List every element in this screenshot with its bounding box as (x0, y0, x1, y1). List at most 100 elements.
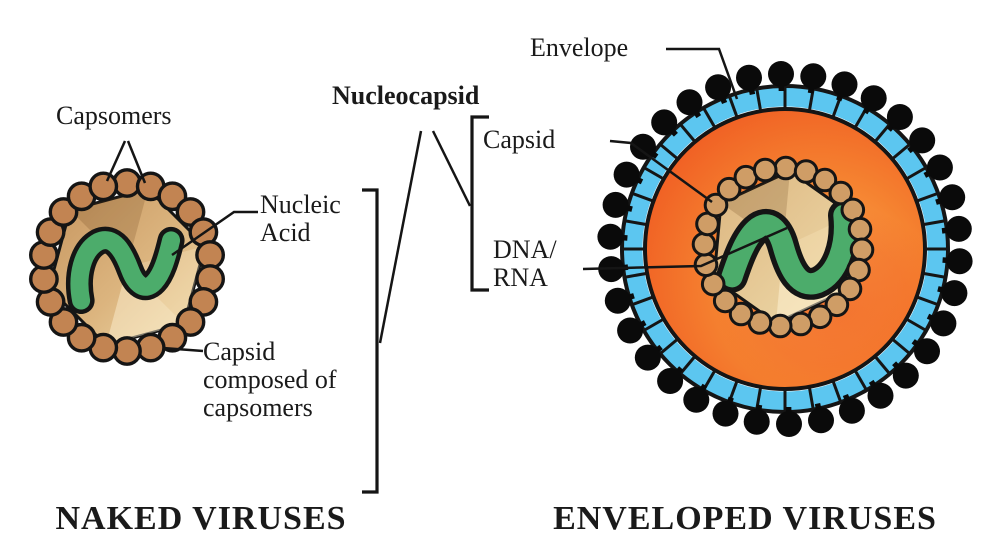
envelope-tick (906, 166, 927, 180)
capsomer-ring (29, 168, 226, 366)
envelope-tick (892, 143, 911, 160)
envelope-tick (679, 356, 696, 375)
capsomer-bead (847, 216, 873, 242)
nucleocapsid-connector-left (378, 130, 423, 344)
nucleocapsid-label: Nucleocapsid (332, 81, 480, 110)
envelope-tick (632, 192, 654, 203)
envelope-segment-ticks (623, 87, 947, 411)
envelope-tick (831, 380, 842, 402)
capsomer-bead (752, 157, 778, 183)
capsomer-bead (691, 231, 717, 257)
spike-knob-icon (860, 85, 887, 112)
naked-virus-illustration (29, 168, 226, 366)
spike-knob-icon (602, 191, 629, 218)
envelope-tick (632, 295, 654, 306)
capsid-composed-pointer-line (162, 346, 204, 353)
nucleocapsid-bracket-left (362, 188, 379, 494)
spike-knob-icon (743, 408, 770, 435)
envelope-tick (643, 166, 664, 180)
annotation-lines (105, 47, 788, 494)
spike-knob-icon (867, 382, 894, 409)
capsomers-label: Capsomers (56, 101, 172, 130)
enveloped-viruses-title: ENVELOPED VIRUSES (553, 500, 937, 537)
spike-knob-icon (808, 407, 834, 434)
capsid-composed-label: Capsid composed of capsomers (203, 337, 337, 422)
capsomers-pointer-line (105, 140, 127, 182)
spike-knob-icon (736, 64, 762, 91)
capsomer-bead (812, 167, 838, 193)
envelope-tick (702, 107, 716, 128)
capsomer-bead (849, 237, 875, 263)
spike-knob-icon (613, 161, 640, 188)
spike-knob-icon (676, 89, 703, 116)
dna-rna-pointer-line (582, 226, 788, 271)
envelope-tick (874, 123, 891, 142)
spike-knob-icon (946, 248, 973, 275)
envelope-tick (625, 272, 647, 279)
spike-knob-icon (926, 154, 953, 181)
capsomer-bead (828, 180, 854, 206)
envelope-tick (625, 219, 647, 226)
spike-knob-icon (657, 368, 684, 394)
spike-knob-icon (634, 344, 661, 371)
capsomer-bead (773, 155, 799, 181)
spike-knob-icon (683, 386, 710, 413)
envelope-tick (874, 356, 891, 375)
capsomer-bead (767, 313, 793, 339)
spike-knob-icon (831, 71, 858, 98)
spike-knob-icon (604, 287, 631, 314)
envelope-tick (679, 123, 696, 142)
spike-knob-icon (941, 280, 968, 307)
capsomer-bead (88, 171, 119, 202)
spike-knob-icon (712, 400, 739, 427)
spike-knob-icon (939, 184, 966, 211)
dna-rna-label: DNA/ RNA (493, 235, 557, 292)
dna-rna-ribbon (716, 199, 861, 300)
envelope-tick (659, 338, 678, 355)
capsomer-bead (824, 292, 850, 318)
spike-knob-icon (617, 317, 644, 344)
spike-knob-icon (945, 215, 972, 242)
capsomer-bead (712, 288, 738, 314)
capsomer-bead (788, 311, 814, 337)
envelope-tick (854, 370, 868, 391)
envelope-tick (728, 96, 739, 118)
envelope-tick (892, 338, 911, 355)
capsomer-bead (837, 276, 863, 302)
envelope-tick (916, 192, 938, 203)
envelope-tick (906, 318, 927, 332)
nucleocapsid-connector-right (431, 130, 472, 207)
capsomer-bead (716, 176, 742, 202)
spike-knob-icon (930, 310, 957, 337)
nucleic-acid-pointer-line (171, 210, 258, 257)
spike-knob-icon (886, 104, 913, 130)
spike-knob-icon (776, 411, 802, 437)
spike-knob-icon (892, 362, 919, 389)
spike-knob-icon (705, 74, 732, 101)
naked-viruses-title: NAKED VIRUSES (55, 500, 347, 537)
envelope-tick (659, 143, 678, 160)
envelope-label: Envelope (530, 33, 629, 62)
spike-knob-icon (597, 223, 624, 250)
envelope-tick (808, 387, 815, 409)
envelope-tick (643, 318, 664, 332)
spike-knob-icon (800, 63, 827, 90)
envelope-pointer-line (666, 47, 739, 100)
capsid-pointer-line (609, 139, 713, 204)
capsomer-bead (728, 301, 754, 327)
nucleocapsid-bead-ring (691, 155, 875, 339)
spike-knob-icon (914, 338, 940, 365)
spike-knob-icon (838, 397, 865, 424)
envelope-tick (923, 272, 945, 279)
nucleic-acid-label: Nucleic Acid (260, 190, 341, 247)
spike-knob-icon (651, 109, 678, 136)
capsomers-pointer-line (126, 140, 147, 184)
envelope-tick (923, 219, 945, 226)
enveloped-virus-illustration (597, 61, 973, 437)
spike-knob-icon (768, 61, 794, 87)
nucleocapsid-bracket-right (470, 115, 489, 292)
spike-knob-icon (630, 133, 656, 160)
envelope-tick (916, 295, 938, 306)
